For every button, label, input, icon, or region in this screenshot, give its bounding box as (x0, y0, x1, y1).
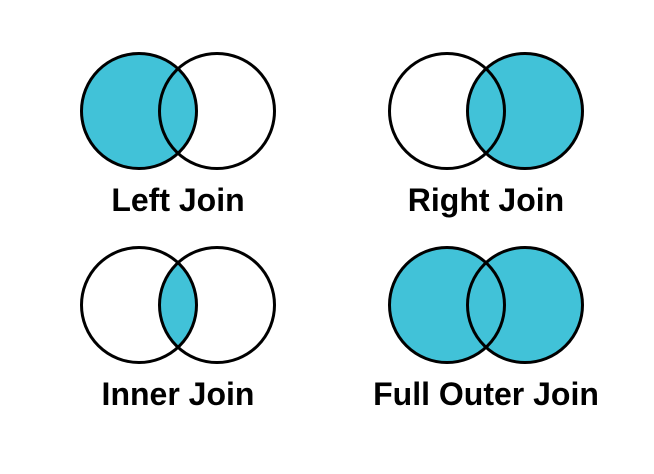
venn-diagram-right-join (388, 52, 584, 170)
left-circle-outline (388, 52, 506, 170)
diagram-label-full-outer-join: Full Outer Join (373, 376, 599, 412)
venn-inner-join: Inner Join (48, 243, 308, 413)
venn-full-outer-join: Full Outer Join (356, 243, 616, 413)
right-circle-outline (466, 52, 584, 170)
right-circle-outline (158, 246, 276, 364)
venn-diagram-left-join (80, 52, 276, 170)
left-circle-outline (80, 52, 198, 170)
left-circle-outline (388, 246, 506, 364)
diagram-label-left-join: Left Join (111, 182, 245, 218)
venn-right-join: Right Join (356, 49, 616, 219)
left-circle-outline (80, 246, 198, 364)
diagram-label-right-join: Right Join (407, 182, 565, 218)
venn-left-join: Left Join (48, 49, 308, 219)
diagram-label-inner-join: Inner Join (101, 376, 255, 412)
venn-diagram-full-outer-join (388, 246, 584, 364)
venn-diagram-inner-join (80, 246, 276, 364)
right-circle-outline (158, 52, 276, 170)
right-circle-outline (466, 246, 584, 364)
